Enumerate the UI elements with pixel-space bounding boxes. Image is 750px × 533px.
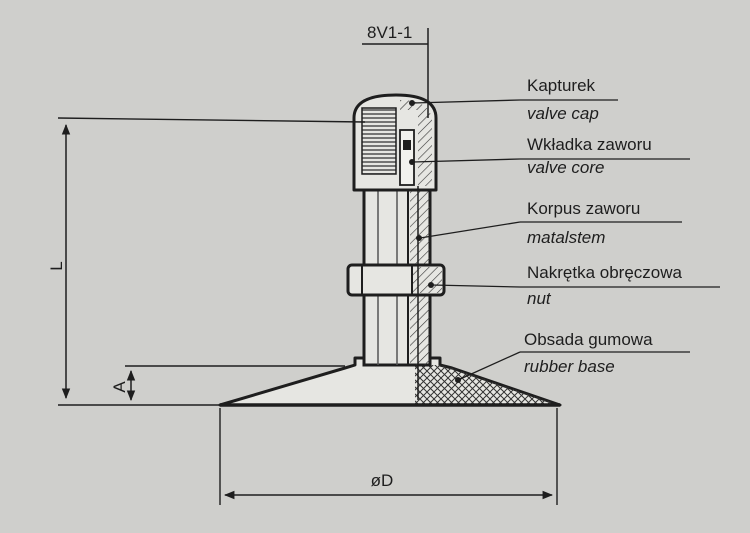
callout-metal-stem-en: matalstem <box>527 228 605 247</box>
valve-type-label: 8V1-1 <box>367 23 412 42</box>
rubber-base-section <box>415 365 560 405</box>
callout-nut-en: nut <box>527 289 552 308</box>
callout-nut-pl: Nakrętka obręczowa <box>527 263 683 282</box>
diameter-dimension-label: øD <box>371 471 394 490</box>
callout-rubber-base-pl: Obsada gumowa <box>524 330 653 349</box>
cap-knurling <box>361 107 397 175</box>
height-dimension-label: L <box>47 261 66 270</box>
cap-section <box>400 100 432 186</box>
base-height-dimension-label: A <box>110 381 129 393</box>
callout-valve-cap-en: valve cap <box>527 104 599 123</box>
callout-valve-cap-pl: Kapturek <box>527 76 596 95</box>
callout-valve-core-pl: Wkładka zaworu <box>527 135 652 154</box>
valve-core <box>399 129 415 186</box>
callout-valve-core-en: valve core <box>527 158 604 177</box>
callout-metal-stem-pl: Korpus zaworu <box>527 199 640 218</box>
callout-rubber-base-en: rubber base <box>524 357 615 376</box>
